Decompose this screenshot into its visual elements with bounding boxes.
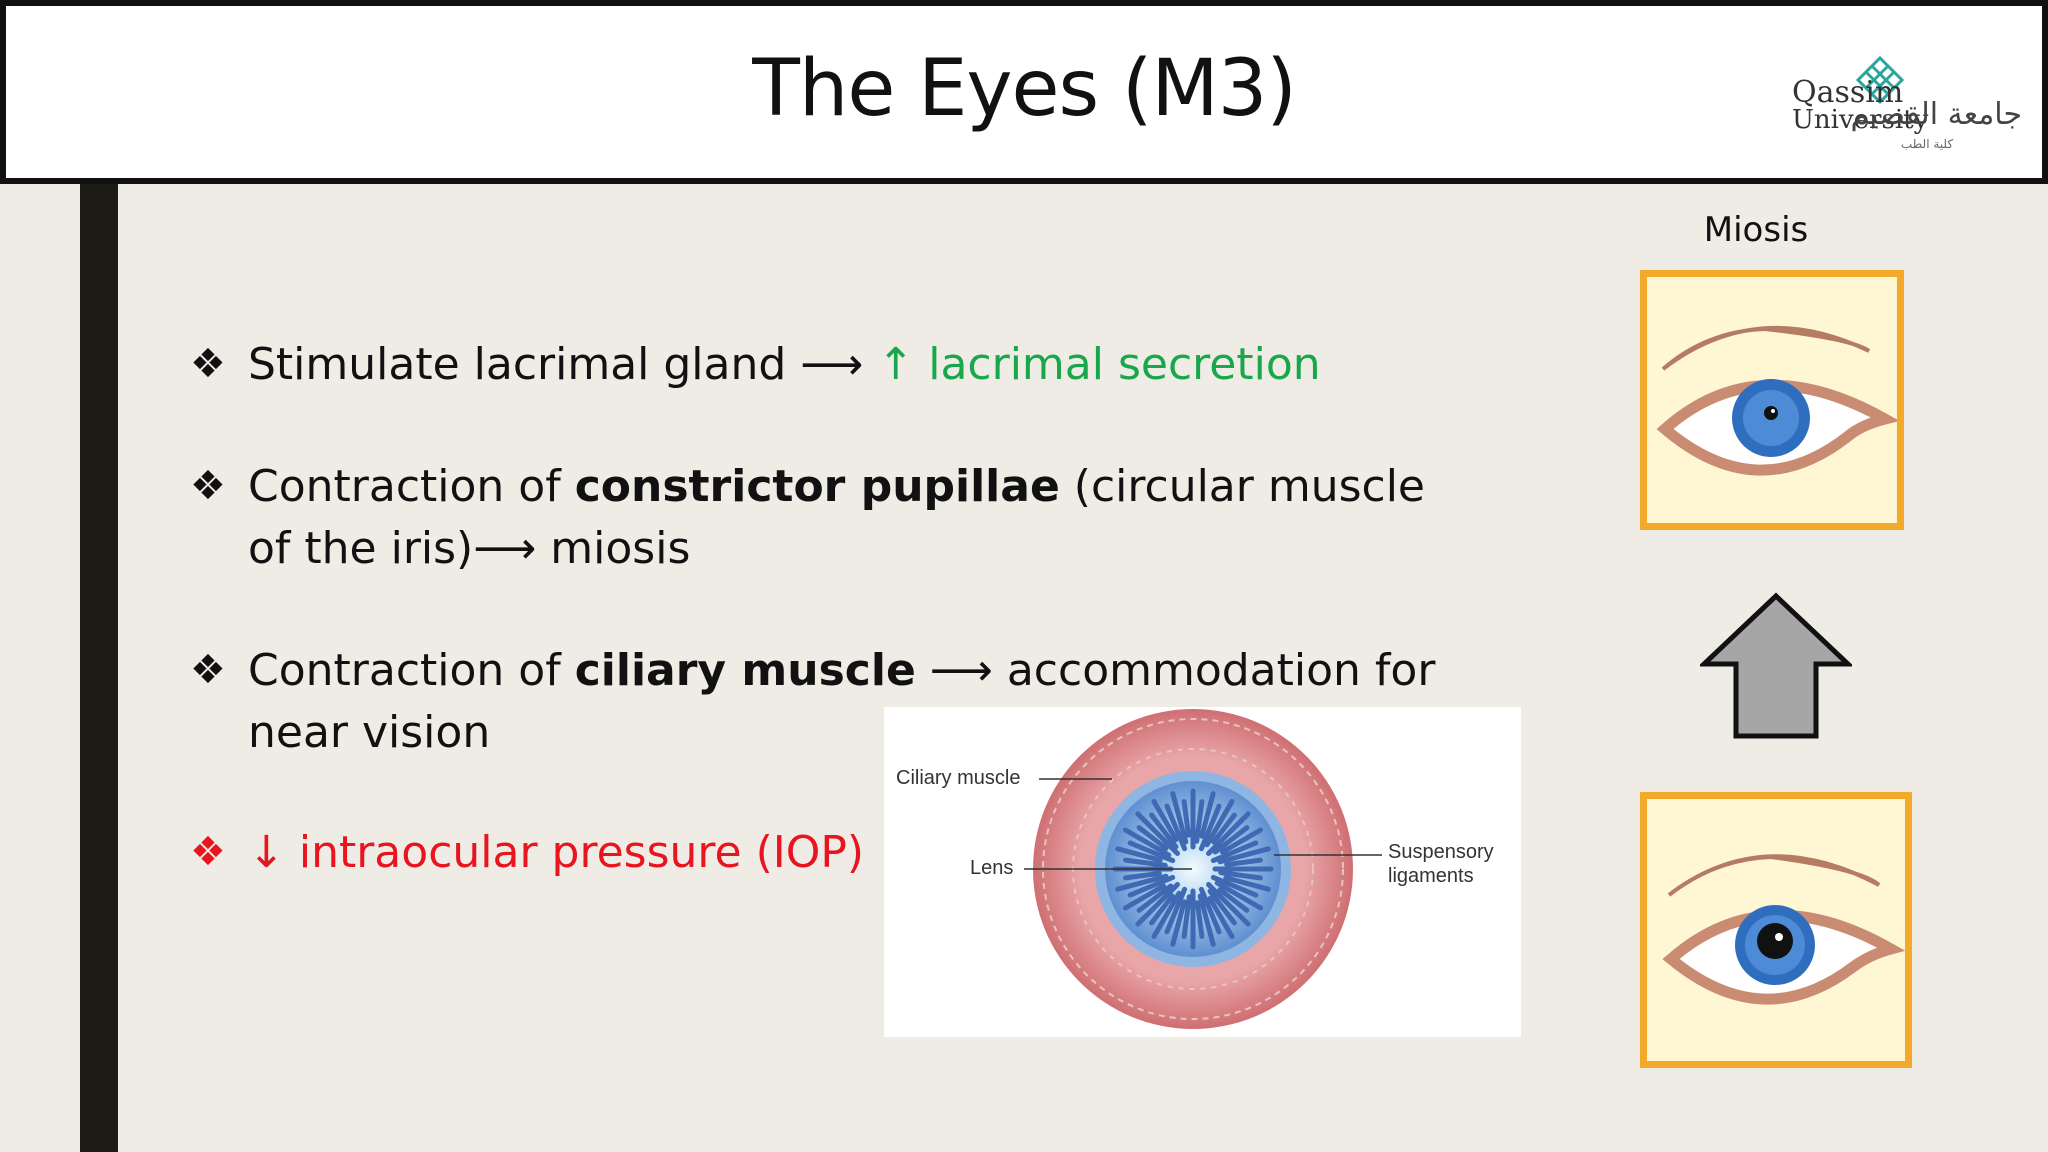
bullet-highlight: ↑ lacrimal secretion (877, 339, 1321, 390)
lens-fiber-line (1218, 870, 1263, 881)
lens-fiber-line (1136, 883, 1174, 913)
lens-fiber-line (1151, 798, 1179, 843)
eye-miosis-image (1640, 270, 1904, 530)
lens-fiber-line (1204, 798, 1235, 848)
lens-fiber-line (1223, 875, 1271, 892)
lens-fiber-line (1194, 799, 1205, 844)
bullet-bold: constrictor pupillae (574, 461, 1060, 512)
bullet-text: Stimulate lacrimal gland ⟶ (248, 339, 878, 390)
lens-fiber-line (1115, 873, 1169, 892)
lens-fiber-line (1207, 888, 1237, 926)
lens-fiber-line (1214, 880, 1264, 911)
page-title: The Eyes (M3) (752, 44, 1297, 134)
lens-fiber-line (1151, 890, 1182, 940)
bullet-ciliary: ❖ Contraction of ciliary muscle ⟶ accommo… (190, 640, 1440, 764)
label-suspensory-2: ligaments (1388, 865, 1474, 887)
bullet-marker: ❖ (190, 647, 226, 693)
logo-english-line1: Qassim (1792, 75, 1903, 110)
bullet-marker: ❖ (190, 829, 226, 875)
lens-fiber-line (1210, 874, 1259, 898)
bullet-text-post: ⟶ accommodation for near vision (248, 645, 1436, 758)
sidebar-accent-bar (80, 184, 118, 1152)
lens-fiber-line (1212, 825, 1250, 855)
lens-fiber-line (1198, 886, 1222, 935)
eye-normal-icon (1662, 854, 1906, 1005)
lens-fiber-line (1219, 827, 1264, 855)
label-ciliary-muscle: Ciliary muscle (896, 767, 1021, 789)
ciliary-muscle-diagram: Ciliary muscle Lens Suspensory ligaments (884, 707, 1521, 1037)
eye-miosis-icon (1656, 325, 1900, 476)
lens-fiber-line (1136, 825, 1169, 851)
miosis-caption: Miosis (1703, 210, 1809, 250)
lens-fiber-line (1123, 870, 1162, 881)
bullet-text: Contraction of (248, 461, 575, 512)
label-lens: Lens (970, 857, 1014, 879)
lens-fiber-line (1206, 811, 1251, 856)
slide-header: The Eyes (M3) Qassim University جامعة ال… (0, 0, 2048, 184)
lens-fiber-line (1181, 799, 1192, 838)
bullet-iop: ❖ ↓ intraocular pressure (IOP) (190, 822, 864, 884)
lens-fiber-line (1135, 882, 1180, 927)
logo-arabic-sub: كلية الطب (1901, 137, 1953, 151)
lens-fiber-line (1170, 791, 1189, 845)
lens-fiber-line (1198, 803, 1222, 852)
up-arrow-icon (1700, 592, 1852, 739)
lens-fiber-line (1164, 803, 1188, 852)
lens-fiber-line (1170, 899, 1187, 947)
lens-fiber-line (1135, 811, 1180, 856)
lens-fiber-line (1199, 791, 1216, 839)
lens-fiber-line (1206, 882, 1251, 927)
bullet-bold: ciliary muscle (574, 645, 916, 696)
bullet-text: Contraction of (248, 645, 575, 696)
qassim-university-logo: Qassim University جامعة القصيم كلية الطب (1792, 55, 2022, 151)
lens-fiber-line (1127, 874, 1176, 898)
lens-fiber-line (1211, 812, 1237, 845)
lens-fiber-line (1149, 812, 1179, 850)
logo-english-line2: University (1792, 105, 1929, 135)
lens-fiber-line (1122, 827, 1172, 858)
lens-fiber-line (1127, 840, 1176, 864)
lens-fiber-line (1217, 887, 1250, 913)
bullet-text-post: (circular muscle of the iris)⟶ miosis (248, 461, 1426, 574)
bullet-constrictor: ❖ Contraction of constrictor pupillae (ci… (190, 456, 1440, 580)
bullet-text: ↓ intraocular pressure (IOP) (248, 827, 865, 878)
lens-fiber-line (1210, 840, 1259, 864)
lens-fiber-line (1122, 883, 1167, 911)
bullet-lacrimal: ❖ Stimulate lacrimal gland ⟶ ↑ lacrimal s… (190, 334, 1321, 396)
lens-fiber-line (1224, 857, 1263, 868)
ciliary-diagram-svg (1024, 709, 1382, 1029)
lens-fiber-line (1217, 846, 1271, 865)
lens-fiber-line (1115, 846, 1163, 863)
lens-fiber-line (1181, 894, 1192, 939)
lens-fiber-line (1164, 886, 1188, 935)
lens-fiber-line (1194, 900, 1205, 939)
lens-fiber-line (1123, 857, 1168, 868)
lens-fiber-line (1149, 893, 1175, 926)
bullet-marker: ❖ (190, 463, 226, 509)
bullet-marker: ❖ (190, 341, 226, 387)
lens-fiber-line (1197, 893, 1216, 947)
eye-normal-image (1640, 792, 1912, 1068)
label-suspensory-1: Suspensory (1388, 841, 1494, 863)
lens-fiber-line (1207, 895, 1235, 940)
logo-arabic: جامعة القصيم (1850, 97, 2022, 132)
